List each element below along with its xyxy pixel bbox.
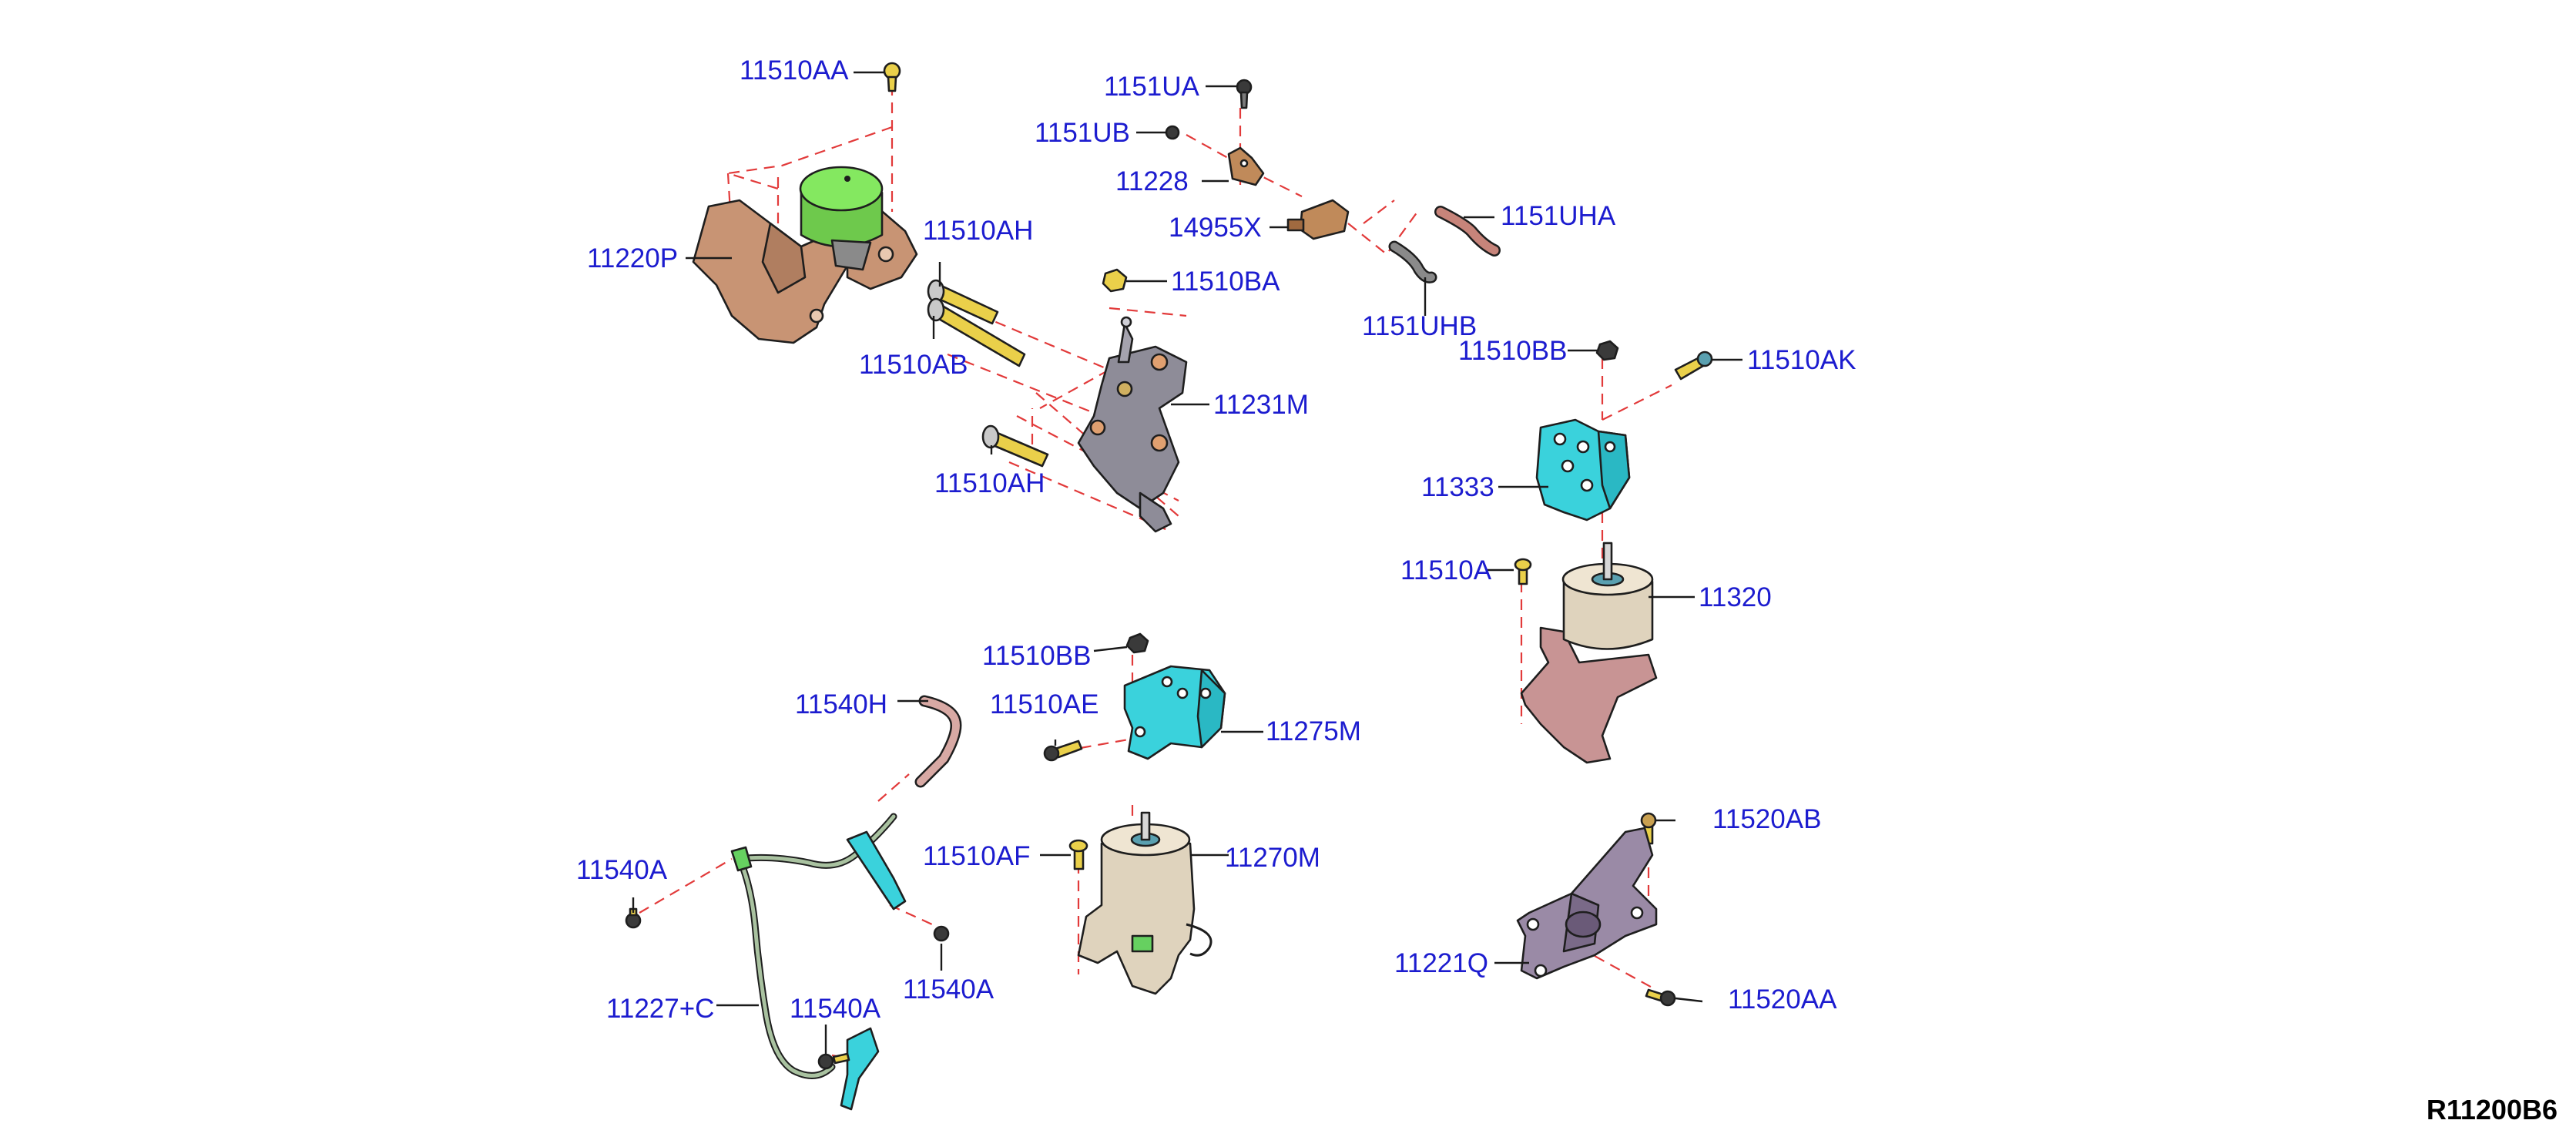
label-11540A-bottom: 11540A [790,994,881,1024]
label-11540A-left: 11540A [576,855,668,885]
label-11510BA: 11510BA [1171,267,1280,297]
label-11510A: 11510A [1400,555,1492,585]
part-1151UA-bolt [1236,79,1253,109]
label-1151UB: 1151UB [1035,118,1130,148]
label-11510BB-mid: 11510BB [982,641,1092,671]
part-1151UHA-hose [1434,206,1501,257]
label-11510AH-top: 11510AH [923,216,1034,246]
part-11510AF-bolt [1068,839,1088,870]
part-11231M-bracket [1077,316,1188,533]
part-11333-bracket [1535,418,1631,522]
label-11540A-right: 11540A [903,974,995,1004]
label-11510AH-bottom: 11510AH [934,468,1045,498]
label-11520AA: 11520AA [1728,984,1837,1015]
label-11540H: 11540H [795,689,888,719]
label-11510AF: 11510AF [923,841,1031,871]
label-11510AA: 11510AA [740,55,849,86]
part-11510AE-bolt [1043,740,1083,762]
part-11540A-bolt-right [933,925,950,942]
label-11520AB: 11520AB [1712,804,1822,834]
label-1151UHA: 1151UHA [1501,201,1616,231]
label-11510AB: 11510AB [859,350,968,380]
leader-lines [632,71,1742,1054]
part-1151UHB-hose [1388,240,1437,283]
part-11227C-harness [730,813,907,1111]
part-11320-mount [1520,542,1658,764]
label-11320: 11320 [1699,582,1772,612]
label-11510AE: 11510AE [990,689,1099,719]
label-11231M: 11231M [1213,390,1309,420]
label-14955X: 14955X [1169,213,1262,243]
part-11221Q-bracket [1516,827,1658,980]
label-11227C: 11227+C [606,994,715,1024]
part-1151UB-nut [1165,125,1180,140]
label-11510BB-right: 11510BB [1458,336,1568,366]
part-14955X-sensor [1286,199,1350,240]
part-11220P-green-mount [799,166,884,271]
part-11510BA-nut [1102,268,1128,293]
part-11510AA-bolt [883,62,901,92]
label-11220P: 11220P [587,243,679,273]
part-11510AK-bolt [1674,350,1713,381]
part-11540H-hose [914,695,962,788]
part-11510AH-bolt-bottom [981,424,1049,468]
label-11510AK: 11510AK [1747,345,1857,375]
label-11221Q: 11221Q [1394,948,1488,978]
part-11228-bracket [1227,146,1265,186]
label-11270M: 11270M [1225,843,1320,873]
part-11275M-bracket [1123,665,1226,760]
label-1151UHB: 1151UHB [1362,311,1478,341]
label-1151UA: 1151UA [1104,72,1199,102]
part-11510BB-nut-mid [1125,632,1149,654]
part-11540A-bolt-bottom [817,1052,850,1070]
part-11510AB-bolt [927,297,1026,367]
part-11510A-bolt [1514,558,1532,585]
label-11333: 11333 [1421,472,1494,502]
label-11228: 11228 [1115,166,1189,196]
part-11270M-mount [1077,811,1213,995]
label-11275M: 11275M [1266,716,1361,746]
part-11520AA-bolt [1645,988,1676,1007]
part-11510BB-nut-right [1595,340,1619,361]
diagram-reference-code: R11200B6 [2426,1094,2558,1125]
